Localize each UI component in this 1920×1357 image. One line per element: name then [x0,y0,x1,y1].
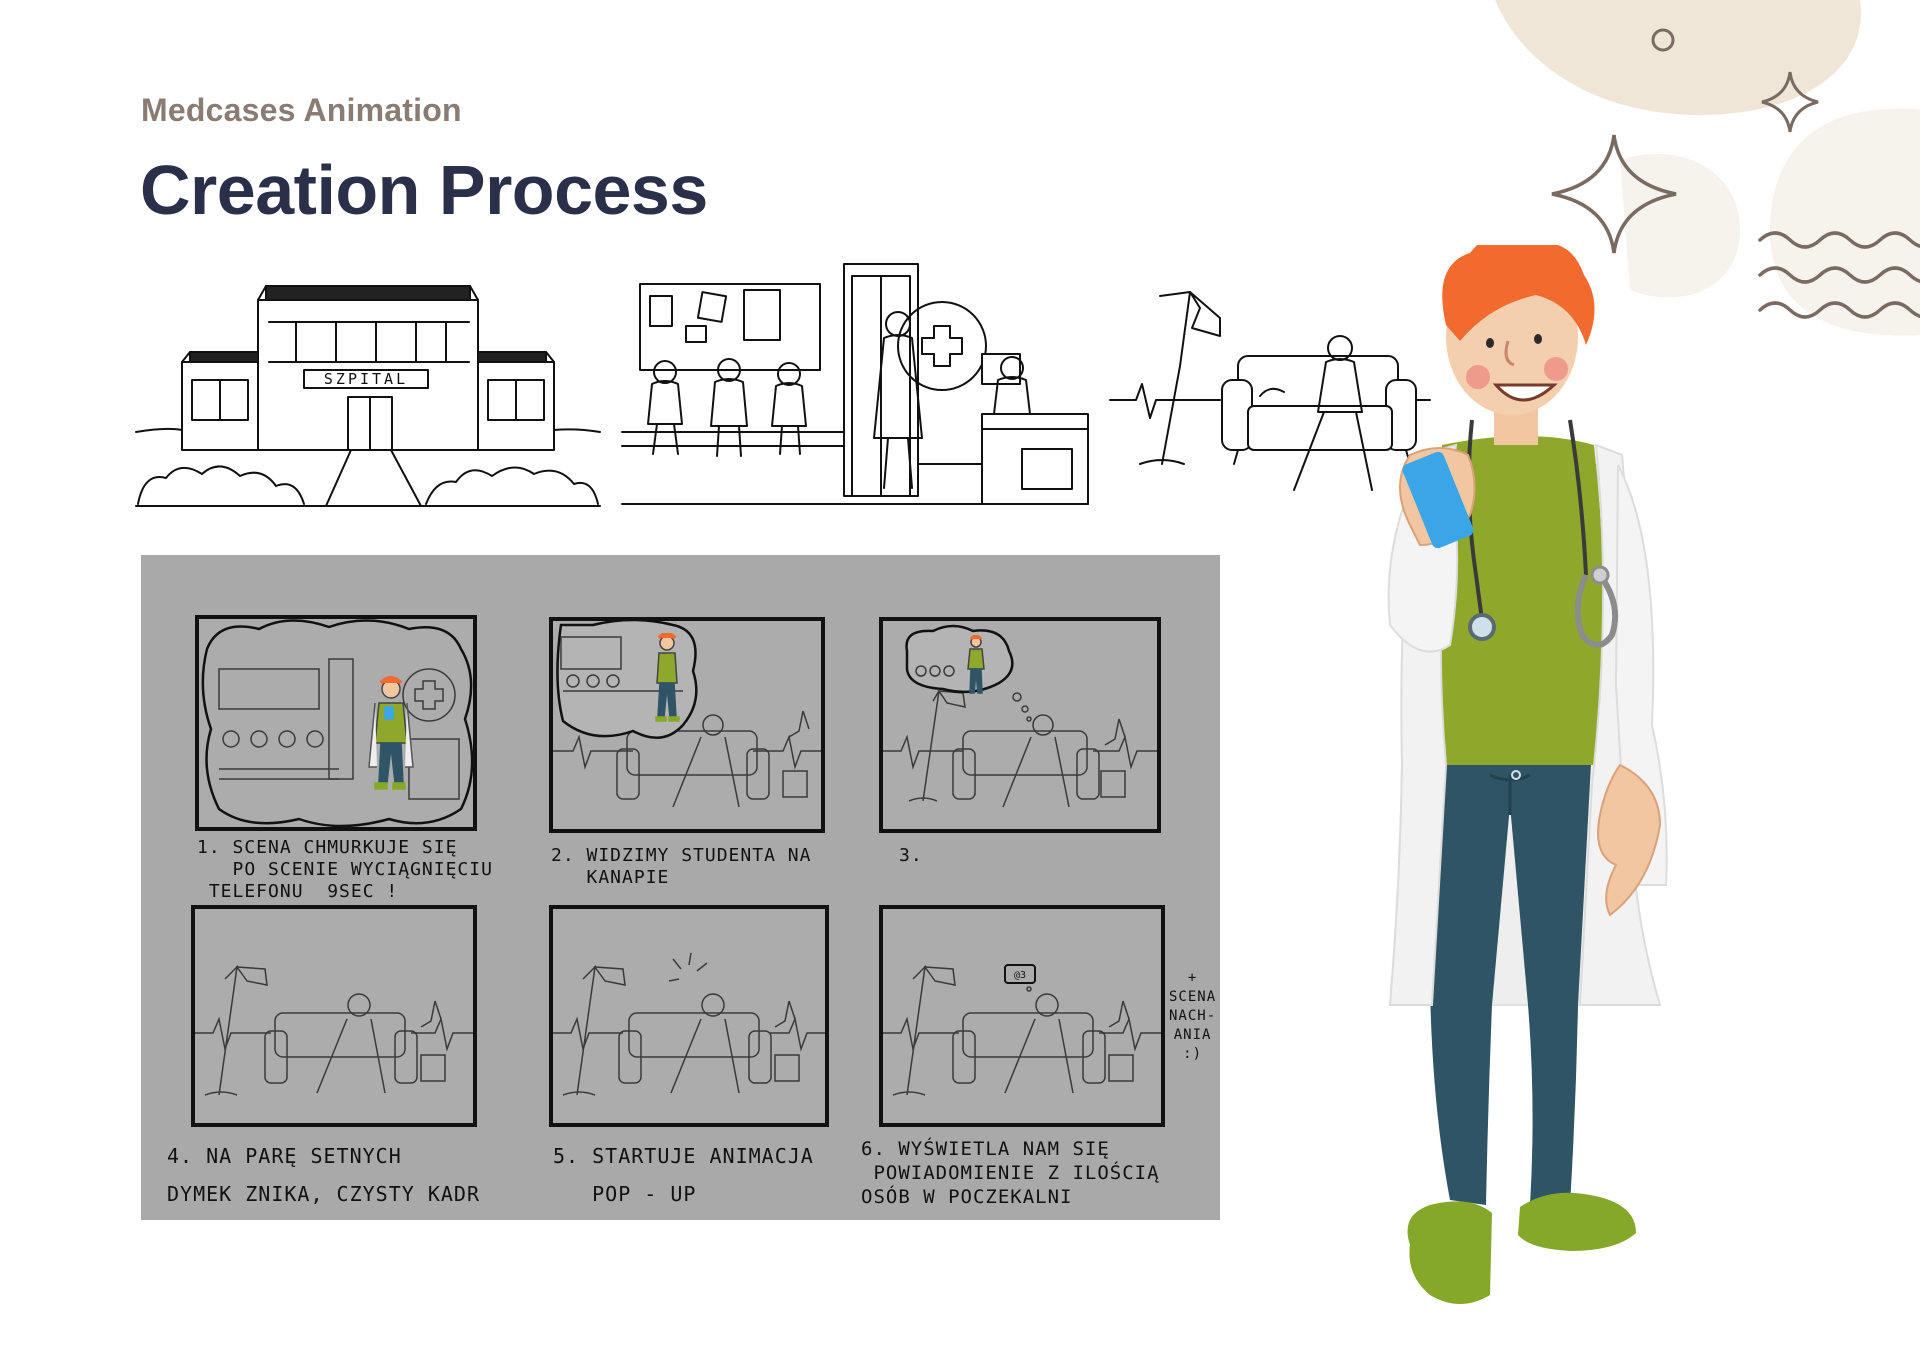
panel-6-caption: 6. WYŚWIETLA NAM SIĘ POWIADOMIENIE Z ILO… [861,1138,1160,1208]
storyboard-panel-1 [195,615,477,831]
panel-2-sketch [553,621,821,808]
panel-4-sketch [195,964,473,1096]
panel-4-caption: 4. NA PARĘ SETNYCH DYMEK ZNIKA, CZYSTY K… [167,1144,480,1206]
panel-1-caption: 1. SCENA CHMURKUJE SIĘ PO SCENIE WYCIĄGN… [197,837,493,902]
panel-2-character [655,633,680,722]
panel-5-sketch [553,952,825,1096]
page-title: Creation Process [140,151,708,229]
storyboard-board: 1. SCENA CHMURKUJE SIĘ PO SCENIE WYCIĄGN… [141,555,1220,1220]
side-note: + SCENA NACH- ANIA :) [1169,970,1217,1062]
living-room-sketch [1109,291,1431,491]
panel-1-character [368,676,414,790]
decor-blob-mid [1620,153,1740,298]
hospital-sign-text: SZPITAL [324,370,408,388]
hospital-sketch: SZPITAL [135,285,601,507]
panel-3-character [967,635,985,694]
page-eyebrow: Medcases Animation [141,92,462,128]
wave-lines-icon [1758,231,1920,319]
waiting-room-sketch [621,263,1089,505]
panel-3-caption: 3. [899,845,923,866]
storyboard-panel-4 [191,905,477,1127]
panel-6-sketch: @3 [883,964,1161,1096]
panel-5-caption: 5. STARTUJE ANIMACJA POP - UP [553,1144,814,1206]
doctor-character-illustration [1387,245,1668,1304]
panel-3-sketch [883,624,1157,808]
decor-blob-top [1495,0,1861,115]
storyboard-panel-6: @3 [879,905,1165,1127]
notification-bubble-text: @3 [1014,970,1026,981]
sparkle-large-icon [1551,134,1677,254]
storyboard-panel-5 [549,905,829,1127]
storyboard-panel-2 [549,617,825,833]
panel-2-caption: 2. WIDZIMY STUDENTA NA KANAPIE [551,845,812,888]
circle-outline-icon [1651,28,1675,52]
decor-blob-right [1770,108,1920,336]
panel-1-sketch [201,619,473,827]
storyboard-panel-3 [879,617,1161,833]
sparkle-small-icon [1761,71,1819,133]
